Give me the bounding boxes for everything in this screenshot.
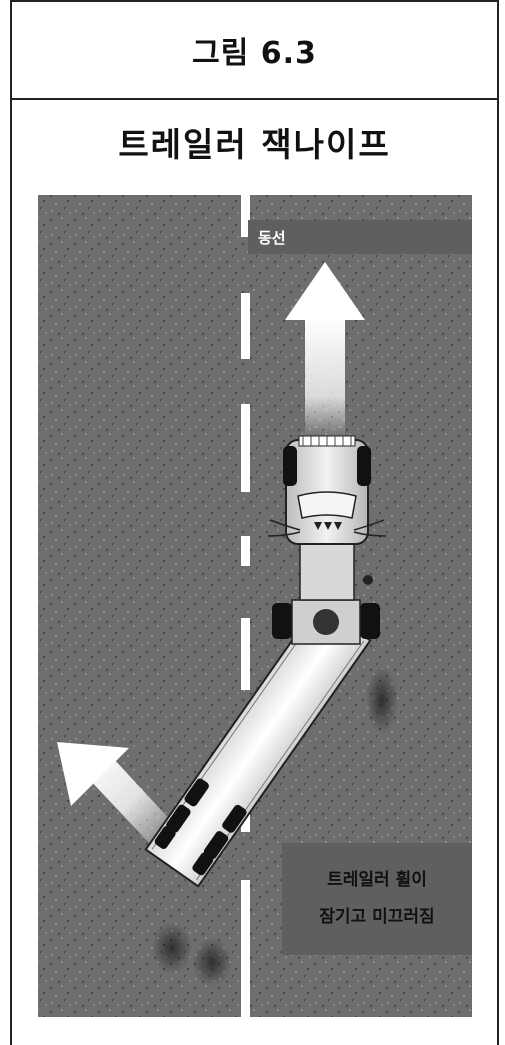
caption-line-2: 잠기고 미끄러짐 [319,907,434,927]
caption-line-1: 트레일러 휠이 [327,870,427,890]
direction-label: 동선 [258,229,286,247]
caption-box [282,843,472,955]
